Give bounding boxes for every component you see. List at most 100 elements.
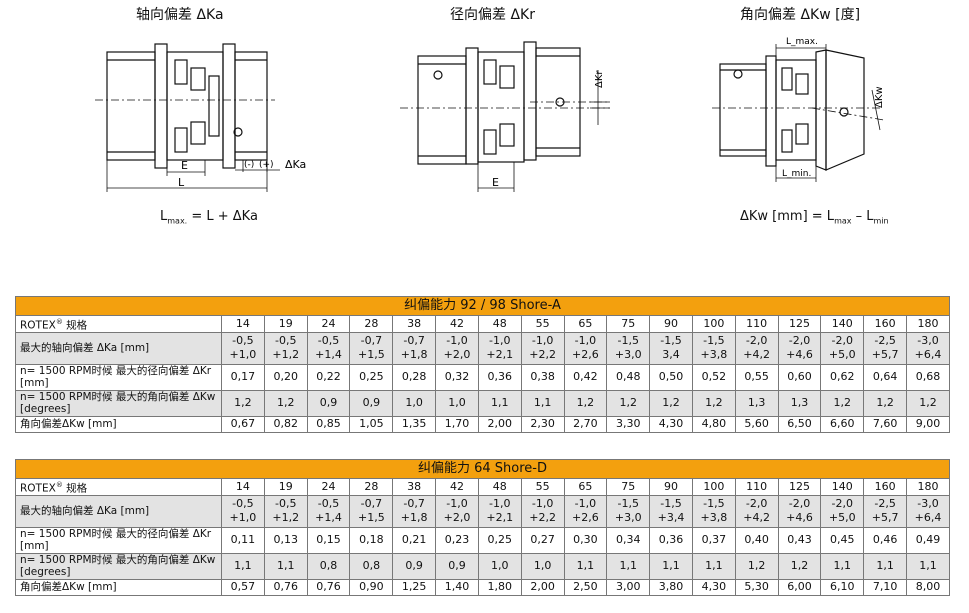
axial-minus-label: (-) — [244, 160, 254, 170]
cell-value: 0,36 — [649, 526, 693, 554]
cell-value: 0,13 — [263, 526, 308, 554]
cell-min: -1,5 — [703, 334, 725, 347]
cell-range: -2,0+4,6 — [777, 494, 822, 528]
cell-value: 0,46 — [863, 526, 907, 554]
angular-diagram-title: 角向偏差 ΔKw [度] — [740, 7, 861, 23]
cell-value: 38 — [392, 478, 437, 496]
cell-value: 0,32 — [435, 363, 479, 391]
cell-value: 0,17 — [221, 363, 265, 391]
radial-misalignment-drawing: E ΔKr — [400, 41, 610, 192]
cell-value: 8,00 — [906, 578, 950, 596]
cell-value: 19 — [263, 315, 308, 333]
cell-value: 0,43 — [777, 526, 822, 554]
cell-value: 75 — [606, 315, 651, 333]
cell-value: 0,85 — [306, 415, 351, 433]
radial-e-label: E — [492, 176, 499, 189]
cell-value: 19 — [263, 478, 308, 496]
cell-value: 0,27 — [520, 526, 565, 554]
cell-max: +6,4 — [914, 511, 942, 524]
cell-value: 1,25 — [392, 578, 437, 596]
cell-value: 0,21 — [392, 526, 437, 554]
cell-value: 0,9 — [392, 552, 437, 580]
cell-value: 90 — [649, 478, 693, 496]
cell-min: -2,5 — [874, 334, 896, 347]
cell-max: +2,1 — [486, 511, 514, 524]
cell-value: 1,3 — [734, 389, 779, 417]
cell-value: 1,1 — [906, 552, 950, 580]
cell-max: +5,7 — [871, 348, 899, 361]
cell-value: 42 — [435, 315, 479, 333]
cell-range: -0,7+1,8 — [392, 331, 437, 365]
cell-value: 65 — [563, 315, 608, 333]
axial-e-label: E — [181, 159, 188, 172]
cell-value: 0,76 — [306, 578, 351, 596]
cell-max: +5,0 — [828, 348, 856, 361]
cell-value: 5,60 — [734, 415, 779, 433]
cell-max: +2,2 — [529, 511, 556, 524]
cell-value: 1,1 — [649, 552, 693, 580]
cell-min: -1,5 — [617, 497, 639, 510]
cell-max: +3,8 — [700, 511, 728, 524]
cell-max: +1,8 — [400, 511, 428, 524]
cell-value: 1,2 — [734, 552, 779, 580]
cell-value: 0,25 — [477, 526, 522, 554]
cell-range: -1,5+3,0 — [606, 494, 651, 528]
cell-value: 1,2 — [691, 389, 736, 417]
cell-max: 3,4 — [662, 348, 680, 361]
cell-value: 9,00 — [906, 415, 950, 433]
cell-value: 140 — [820, 478, 865, 496]
axial-l-label: L — [178, 176, 185, 189]
cell-value: 0,57 — [221, 578, 265, 596]
cell-range: -2,0+5,0 — [820, 494, 865, 528]
cell-min: -1,5 — [617, 334, 639, 347]
axial-misalignment-drawing: E L (-) (+) ΔKa — [95, 43, 306, 192]
cell-value: 0,55 — [734, 363, 779, 391]
row-label: n= 1500 RPM时候 最大的径向偏差 ΔKr [mm] — [15, 526, 222, 554]
cell-range: -1,5+3,8 — [691, 331, 736, 365]
angular-misalignment-drawing: L_max. L_min. ΔKw — [712, 37, 885, 182]
cell-min: -0,5 — [317, 497, 340, 510]
cell-range: -3,0+6,4 — [906, 331, 950, 365]
cell-value: 1,0 — [435, 389, 479, 417]
cell-value: 24 — [306, 478, 351, 496]
cell-max: +3,8 — [700, 348, 728, 361]
cell-value: 0,18 — [349, 526, 394, 554]
cell-range: -3,0+6,4 — [906, 494, 950, 528]
cell-value: 1,1 — [691, 552, 736, 580]
cell-value: 75 — [606, 478, 651, 496]
cell-min: -0,5 — [232, 497, 254, 510]
cell-min: -1,0 — [574, 334, 597, 347]
row-label: ROTEX® 规格 — [15, 315, 222, 333]
cell-min: -3,0 — [917, 334, 939, 347]
cell-max: +1,5 — [357, 348, 385, 361]
cell-max: +3,0 — [614, 511, 642, 524]
cell-value: 6,00 — [777, 578, 822, 596]
cell-value: 2,50 — [563, 578, 608, 596]
cell-value: 0,28 — [392, 363, 437, 391]
cell-value: 1,1 — [820, 552, 865, 580]
cell-value: 0,9 — [435, 552, 479, 580]
row-label: n= 1500 RPM时候 最大的角向偏差 ΔKw [degrees] — [15, 389, 222, 417]
cell-range: -1,0+2,2 — [520, 494, 565, 528]
cell-range: -1,5+3,8 — [691, 494, 736, 528]
cell-value: 1,70 — [435, 415, 479, 433]
cell-min: -1,0 — [574, 497, 597, 510]
row-label: 角向偏差ΔKw [mm] — [15, 415, 222, 433]
cell-value: 1,2 — [820, 389, 865, 417]
cell-value: 1,35 — [392, 415, 437, 433]
cell-max: +1,2 — [272, 511, 300, 524]
cell-value: 1,2 — [649, 389, 693, 417]
cell-min: -1,0 — [531, 334, 554, 347]
cell-value: 1,1 — [263, 552, 308, 580]
cell-value: 0,40 — [734, 526, 779, 554]
cell-min: -2,0 — [831, 334, 854, 347]
cell-value: 1,1 — [863, 552, 907, 580]
cell-min: -1,0 — [531, 497, 554, 510]
angular-lmin-label: L_min. — [782, 169, 811, 179]
cell-range: -0,5+1,0 — [221, 331, 265, 365]
angular-dkw-label: ΔKw — [874, 86, 885, 108]
cell-value: 4,80 — [691, 415, 736, 433]
